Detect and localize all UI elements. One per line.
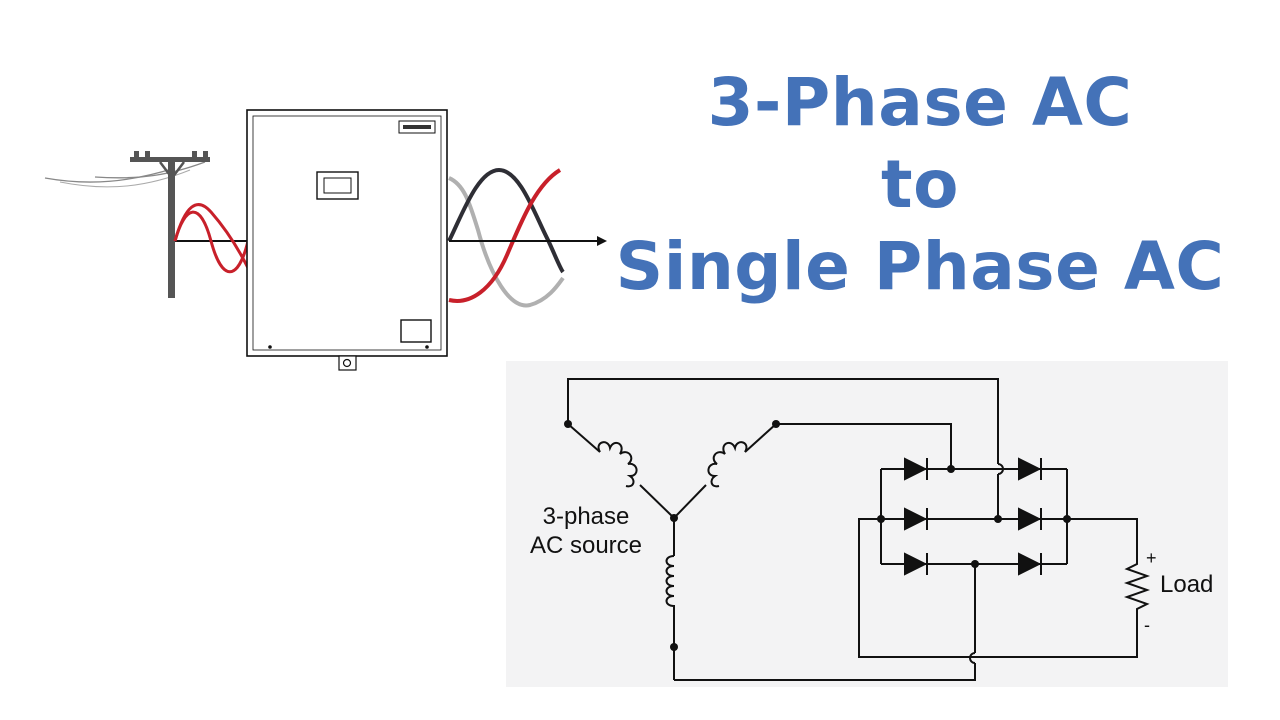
title-line-1: 3-Phase AC <box>707 64 1133 141</box>
converter-cabinet-icon <box>246 109 448 371</box>
diode-3-icon <box>904 507 928 531</box>
diode-6-icon <box>1018 552 1042 576</box>
diodes <box>904 457 1042 576</box>
diode-2-icon <box>1018 457 1042 481</box>
load-resistor-icon <box>1123 556 1151 616</box>
title-line-3: Single Phase AC <box>615 228 1225 305</box>
diode-4-icon <box>1018 507 1042 531</box>
three-phase-wave-icon <box>447 167 607 308</box>
load-minus-label: - <box>1144 615 1150 635</box>
rectifier-schematic: 3-phase AC source Load + - <box>506 361 1228 687</box>
single-phase-wave-icon <box>173 203 250 273</box>
source-label-line2: AC source <box>530 532 642 559</box>
load-label: Load <box>1160 571 1213 598</box>
source-coils <box>597 441 748 612</box>
source-label-line1: 3-phase <box>543 503 630 530</box>
load-plus-label: + <box>1146 548 1157 568</box>
diode-5-icon <box>904 552 928 576</box>
diode-1-icon <box>904 457 928 481</box>
schematic-background <box>506 361 1228 687</box>
page-title: 3-Phase AC to Single Phase AC <box>600 62 1240 308</box>
junction-dots <box>564 420 1071 651</box>
utility-pole-icon <box>44 151 210 298</box>
title-line-2: to <box>881 146 959 223</box>
